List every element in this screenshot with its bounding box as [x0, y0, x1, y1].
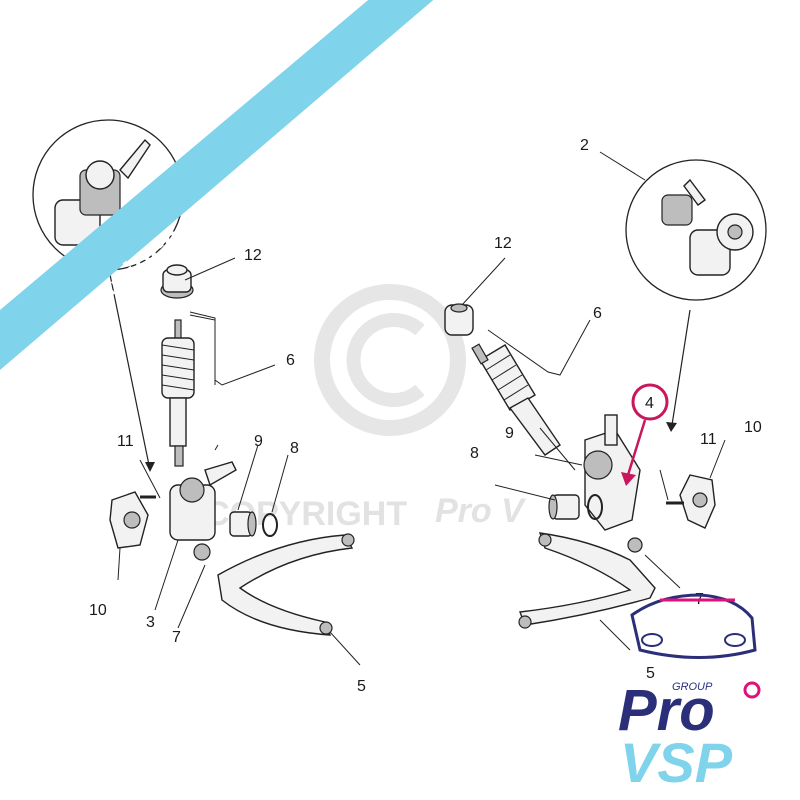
copyright-brand: Pro V — [435, 492, 527, 530]
callout-right-11: 11 — [700, 431, 717, 448]
callout-left-8: 8 — [290, 440, 299, 457]
right-shock-absorber — [471, 343, 561, 456]
logo-group-text: GROUP — [672, 681, 713, 693]
left-ring — [262, 513, 278, 537]
logo-pro-text: Pro — [618, 678, 715, 743]
right-hub-knuckle — [583, 414, 643, 553]
callout-left-9: 9 — [254, 433, 263, 450]
left-bush — [229, 511, 257, 537]
callout-left-10: 10 — [89, 602, 107, 619]
right-ring — [587, 494, 603, 520]
logo-vsp-text: VSP — [620, 731, 733, 794]
right-detail-circle — [625, 159, 767, 301]
callout-right-2: 2 — [580, 137, 589, 154]
callout-left-11: 11 — [117, 433, 134, 450]
pro-vsp-logo: GROUP Pro VSP — [618, 593, 761, 794]
right-control-arm — [518, 532, 656, 629]
left-hub-knuckle — [169, 461, 237, 561]
callout-right-8: 8 — [470, 445, 479, 462]
callout-left-6: 6 — [286, 352, 295, 369]
left-shock-absorber — [161, 319, 195, 467]
callout-left-5: 5 — [357, 678, 366, 695]
highlight-callout-4 — [621, 383, 669, 486]
callout-right-10: 10 — [744, 419, 762, 436]
callout-left-3: 3 — [146, 614, 155, 631]
right-flange — [679, 474, 716, 529]
logo-hex-icon — [743, 681, 761, 699]
left-control-arm — [217, 533, 355, 636]
callout-right-12: 12 — [494, 235, 512, 252]
callout-right-6: 6 — [593, 305, 602, 322]
right-top-mount — [444, 303, 474, 336]
right-assembly — [444, 151, 767, 651]
left-top-mount — [160, 264, 194, 299]
copyright-watermark: COPYRIGHT Pro V — [205, 284, 527, 533]
callout-right-5: 5 — [646, 665, 655, 682]
callout-right-4: 4 — [645, 395, 654, 412]
callout-left-7: 7 — [172, 629, 181, 646]
right-bush — [548, 494, 580, 520]
callout-right-9: 9 — [505, 425, 514, 442]
left-flange — [109, 491, 149, 549]
callout-left-12: 12 — [244, 247, 262, 264]
